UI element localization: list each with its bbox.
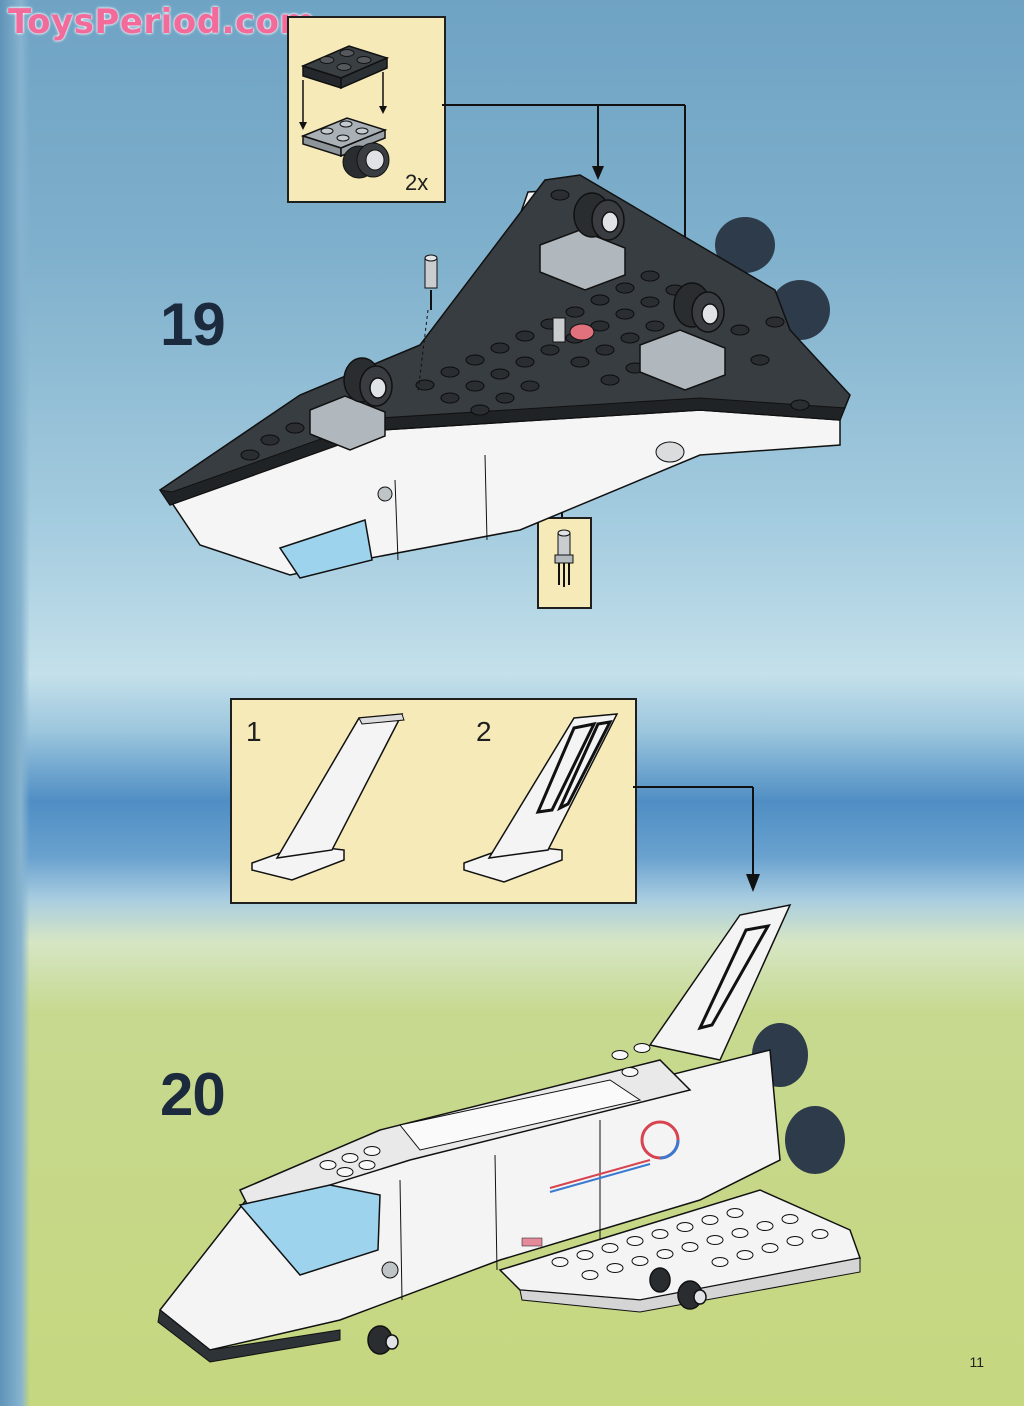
page-number: 11 bbox=[969, 1354, 984, 1370]
quantity-label: 2x bbox=[405, 170, 429, 195]
antenna-callout bbox=[537, 517, 592, 609]
binding-gutter bbox=[0, 0, 30, 1406]
wheel-subassembly-callout: 2x bbox=[287, 16, 446, 203]
variant-label-2: 2 bbox=[476, 716, 492, 747]
variant-label-1: 1 bbox=[246, 716, 262, 747]
watermark: ToysPeriod.com bbox=[8, 2, 316, 42]
step-number-19: 19 bbox=[160, 291, 226, 358]
step-number-20: 20 bbox=[160, 1061, 226, 1128]
tail-fin-variants-illustration bbox=[251, 713, 619, 883]
antenna-illustration bbox=[554, 529, 574, 587]
tail-fin-callout: 1 2 bbox=[230, 698, 637, 904]
wheel-subassembly-illustration bbox=[299, 45, 390, 179]
